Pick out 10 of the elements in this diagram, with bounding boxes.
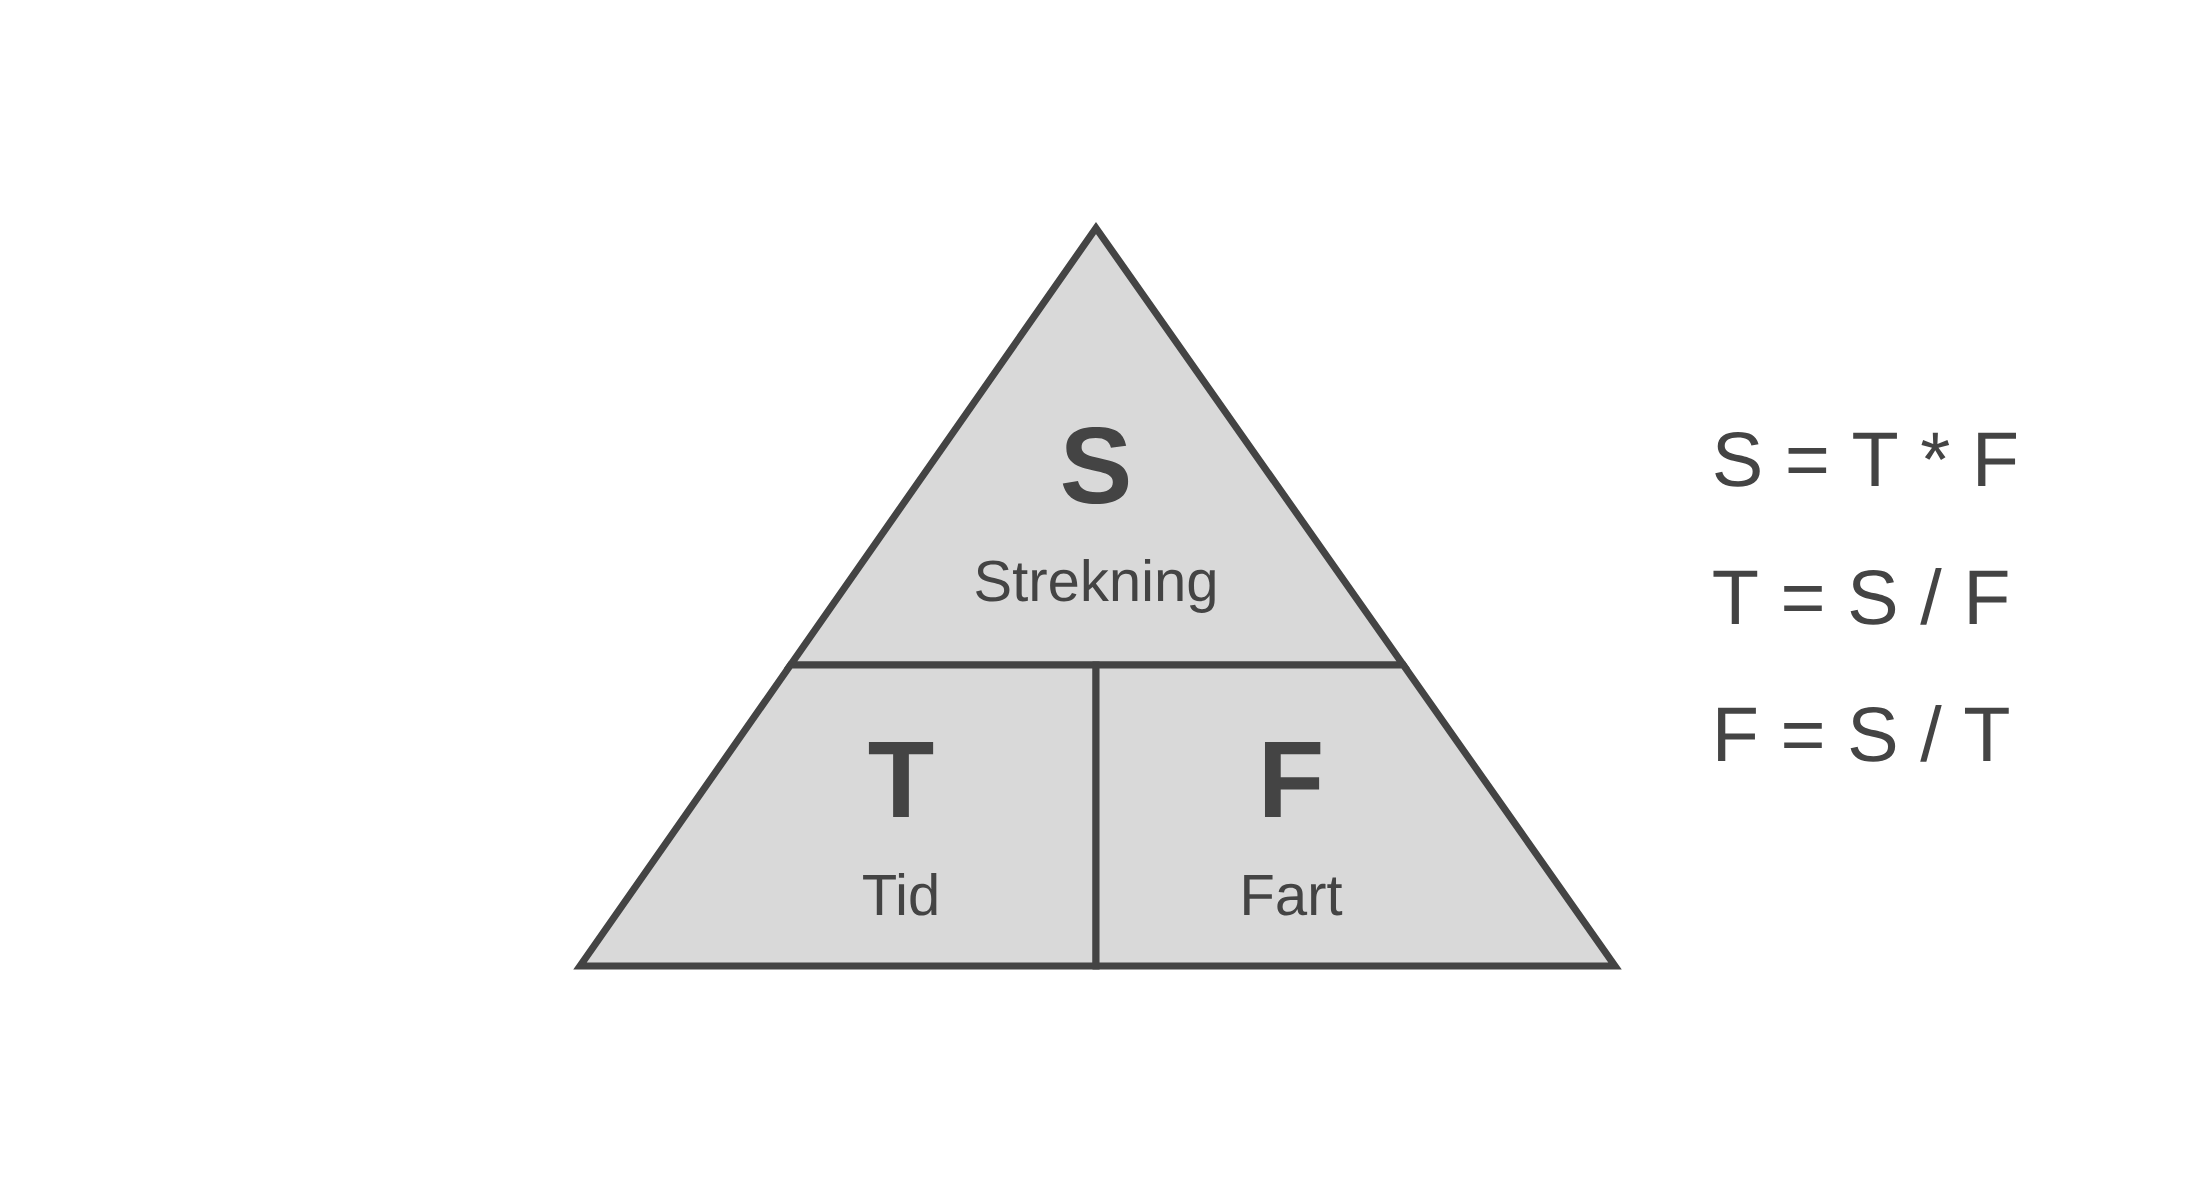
- quantity-name: Tid: [863, 872, 937, 916]
- variable-letter: S: [1062, 426, 1129, 505]
- formula: F = S / T: [1718, 704, 2009, 762]
- formula: T = S / F: [1713, 567, 2008, 625]
- triangle-section: [1092, 661, 1622, 970]
- variable-letter: F: [1265, 742, 1321, 817]
- quantity-name: Fart: [1244, 875, 1343, 916]
- quantity-name: Strekning: [976, 559, 1215, 614]
- variable-letter: T: [868, 742, 934, 817]
- formula: S = T * F: [1715, 431, 2016, 487]
